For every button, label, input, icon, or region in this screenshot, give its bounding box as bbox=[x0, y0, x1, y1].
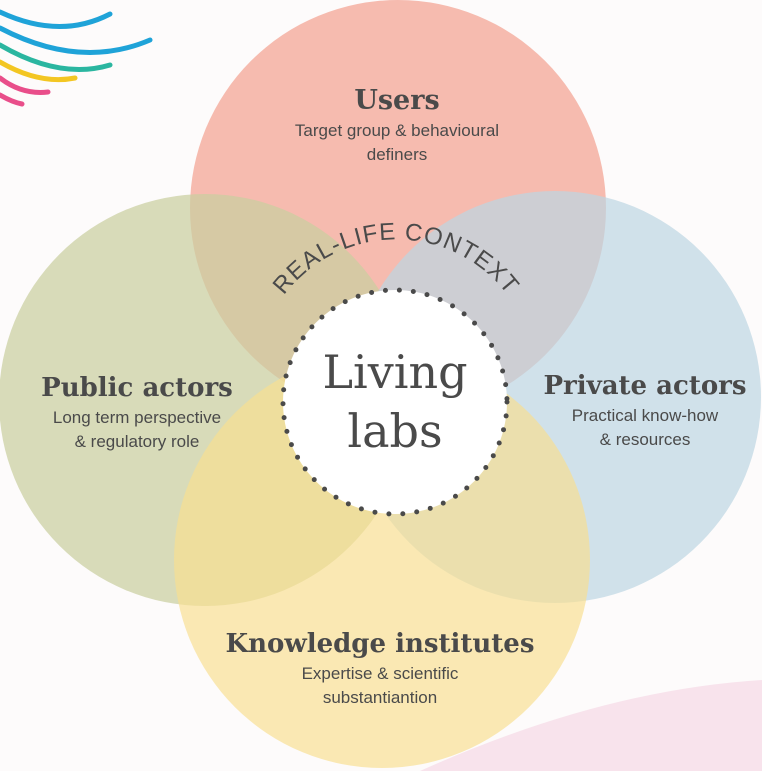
stripe-pink-2 bbox=[0, 92, 25, 107]
users-title: Users bbox=[354, 85, 439, 116]
decorative-stripes bbox=[0, 9, 153, 107]
background-swoosh bbox=[420, 680, 762, 771]
private-actors-desc-line1: Practical know-how bbox=[572, 406, 719, 425]
knowledge-institutes-title: Knowledge institutes bbox=[225, 629, 534, 659]
stripe-blue-1 bbox=[0, 9, 113, 29]
center-circle bbox=[280, 287, 510, 517]
public-actors-desc-line2: & regulatory role bbox=[75, 432, 200, 451]
users-desc-line1: Target group & behavioural bbox=[295, 121, 499, 140]
center-title-line2: labs bbox=[347, 404, 442, 458]
center-title-line1: Living bbox=[322, 345, 467, 399]
stripe-pink bbox=[0, 75, 51, 95]
knowledge-institutes-desc-line2: substantiantion bbox=[323, 688, 437, 707]
public-actors-desc-line1: Long term perspective bbox=[53, 408, 221, 427]
private-actors-title: Private actors bbox=[543, 371, 746, 401]
stripe-teal bbox=[0, 42, 113, 72]
users-desc-line2: definers bbox=[367, 145, 427, 164]
stripe-blue-2 bbox=[0, 25, 153, 55]
stripe-yellow bbox=[0, 59, 78, 83]
private-actors-desc-line2: & resources bbox=[600, 430, 691, 449]
public-actors-title: Public actors bbox=[41, 373, 233, 403]
knowledge-institutes-desc-line1: Expertise & scientific bbox=[302, 664, 459, 683]
